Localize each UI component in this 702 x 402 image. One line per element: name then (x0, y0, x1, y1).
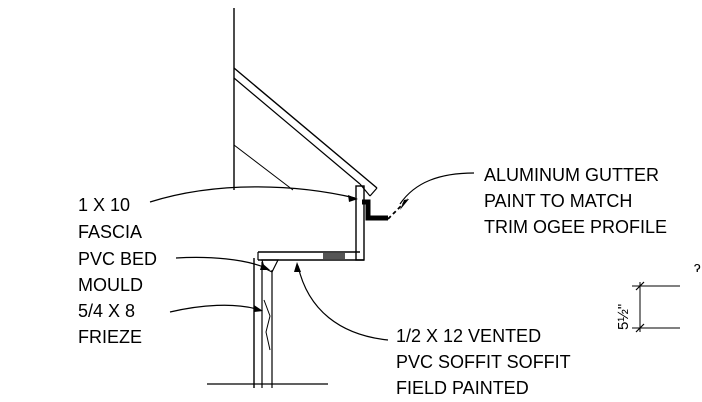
soffit (257, 251, 364, 261)
leader-lines (149, 172, 475, 341)
dimension-label: 5½" (615, 304, 632, 330)
fascia-label-line-1: 1 X 10 (78, 195, 130, 215)
aluminum-gutter (362, 199, 388, 221)
soffit-label-line-1: 1/2 X 12 VENTED (396, 326, 541, 346)
frieze-and-wall (207, 258, 328, 388)
section-mark-glyph: ɂ (694, 259, 701, 276)
gutter-label-line-1: ALUMINUM GUTTER (484, 165, 659, 185)
gutter-label-line-2: PAINT TO MATCH (484, 191, 632, 211)
frieze-label-line-1: 5/4 X 8 (78, 301, 135, 321)
dimension-callout: 5½" ɂ (615, 259, 701, 333)
bed-mould-label-line-2: MOULD (78, 275, 143, 295)
frieze-label-line-2: FRIEZE (78, 327, 142, 347)
bed-mould-label: PVC BED MOULD (78, 249, 157, 295)
soffit-label: 1/2 X 12 VENTED PVC SOFFIT SOFFIT FIELD … (396, 326, 571, 398)
fascia-label-line-2: FASCIA (78, 222, 142, 242)
bed-mould-label-line-1: PVC BED (78, 249, 157, 269)
gutter-label: ALUMINUM GUTTER PAINT TO MATCH TRIM OGEE… (484, 165, 667, 237)
roof-framing (233, 8, 378, 197)
fascia-board (355, 185, 365, 261)
gutter-label-line-3: TRIM OGEE PROFILE (484, 217, 667, 237)
soffit-label-line-2: PVC SOFFIT SOFFIT (396, 352, 571, 372)
frieze-label: 5/4 X 8 FRIEZE (78, 301, 142, 347)
soffit-label-line-3: FIELD PAINTED (396, 378, 529, 398)
fascia-label: 1 X 10 FASCIA (78, 195, 142, 242)
